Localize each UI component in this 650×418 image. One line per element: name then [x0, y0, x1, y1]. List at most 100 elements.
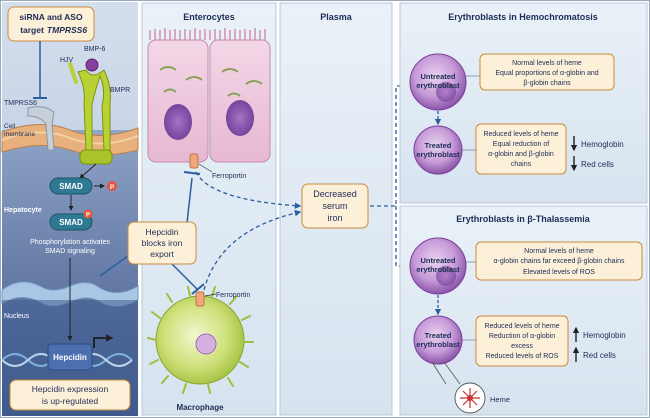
hemo-untreated-box-2: Equal proportions of α-globin and — [495, 70, 598, 77]
serum-to-thalassemia-arrow — [395, 206, 410, 270]
serum-text-1: Decreased — [313, 189, 357, 199]
heme-label: Heme — [490, 395, 510, 404]
phospho-circle-2 — [83, 209, 93, 219]
expression-text-2: is up-regulated — [42, 396, 99, 406]
thal-treated-label-1: Treated — [425, 331, 452, 340]
smad-label-1: SMAD — [59, 182, 83, 191]
hemo-outcome-redcells: Red cells — [581, 160, 614, 169]
hemo-untreated-box-1: Normal levels of heme — [512, 60, 582, 67]
enterocyte-organelles — [159, 66, 263, 97]
thal-treated-box-1: Reduced levels of heme — [484, 323, 559, 330]
hemo-treated-label-1: Treated — [425, 141, 452, 150]
hemo-treated-box-3: α-globin and β-globin — [488, 151, 554, 158]
macrophage-nucleus — [195, 333, 217, 355]
tmprss6-label: TMPRSS6 — [4, 100, 37, 107]
tmprss6-protein — [27, 106, 55, 151]
thal-treated-box-3: excess — [511, 343, 533, 350]
aso-label-line2: target — [20, 25, 44, 35]
block-bar-macrophage — [191, 283, 205, 295]
ferroportin-bottom-label: Ferroportin — [216, 292, 250, 299]
hemo-untreated-box-3: β-globin chains — [523, 80, 571, 87]
phospho-circle-1 — [107, 181, 117, 191]
thalassemia-background — [399, 205, 648, 416]
hemo-treated-label-2: erythroblast — [416, 150, 460, 159]
thal-untreated-box-2: α-globin chains far exceed β-globin chai… — [493, 258, 625, 265]
macrophage-processes — [147, 286, 254, 394]
thal-untreated-label-1: Untreated — [420, 256, 455, 265]
hemochromatosis-panel: Erythroblasts in Hemochromatosis Untreat… — [399, 2, 648, 204]
ferroportin-bottom-leader — [204, 293, 217, 297]
hemo-untreated-nucleus — [436, 82, 456, 102]
phospho-label-1: P — [110, 184, 115, 191]
hemo-treated-box-4: chains — [511, 161, 532, 168]
macrophage-label: Macrophage — [176, 403, 224, 412]
heme-zoom-line-2 — [443, 361, 461, 385]
thal-treated-box-2: Reduction of α-globin — [489, 333, 555, 340]
hemo-untreated-label-1: Untreated — [420, 72, 455, 81]
thal-treated-box-4: Reduced levels of ROS — [486, 353, 559, 360]
blocks-text-2: blocks iron — [142, 238, 183, 248]
hemo-treated-box-1: Reduced levels of heme — [483, 131, 558, 138]
aso-label-line1: siRNA and ASO — [19, 12, 83, 22]
enterocyte-iron-flow-arrow — [195, 171, 302, 209]
hepcidin-blocks-box — [127, 221, 197, 265]
bmpr-receptor — [77, 69, 111, 151]
blocks-text-1: Hepcidin — [145, 227, 178, 237]
phospho-text-2: SMAD signaling — [45, 248, 95, 255]
thal-treated-label-2: erythroblast — [416, 340, 460, 349]
block-line-macrophage — [169, 261, 199, 291]
phospho-label-2: P — [86, 213, 90, 219]
ferroportin-top-leader — [198, 163, 213, 173]
hepcidin-to-callout-line — [99, 255, 129, 277]
bmp6-ligand — [85, 58, 99, 72]
thal-treated-box — [475, 315, 569, 367]
aso-label-box — [7, 6, 95, 42]
aso-label-target: TMPRSS6 — [47, 25, 87, 35]
thal-outcome-redcells: Red cells — [583, 351, 616, 360]
thal-untreated-box-3: Elevated levels of ROS — [523, 269, 595, 276]
hemo-untreated-box — [479, 53, 615, 91]
serum-text-2: serum — [322, 201, 347, 211]
ferroportin-enterocyte — [189, 153, 199, 169]
microvilli — [149, 28, 266, 40]
heme-ring — [460, 388, 480, 408]
macrophage-iron-flow-arrow — [203, 209, 302, 291]
enterocytes-title: Enterocytes — [183, 12, 235, 22]
hemo-untreated-label-2: erythroblast — [416, 81, 460, 90]
hjv-label: HJV — [60, 57, 74, 64]
enterocyte-nucleus-1 — [164, 104, 192, 140]
ferroportin-macrophage — [195, 291, 205, 307]
membrane-highlight — [1, 131, 139, 145]
hemo-treated-box-2: Equal reduction of — [493, 141, 549, 148]
enterocyte-nucleus-2 — [226, 100, 254, 136]
thal-untreated-nucleus — [436, 266, 456, 286]
hepcidin-gene-box — [47, 343, 93, 371]
thal-outcome-hemoglobin: Hemoglobin — [583, 331, 626, 340]
expression-text-1: Hepcidin expression — [32, 384, 109, 394]
hjv-protein — [68, 62, 78, 84]
bmpr-label: BMPR — [110, 87, 130, 94]
hepatocyte-panel: siRNA and ASO target TMPRSS6 TMPRSS6 HJV… — [1, 2, 139, 416]
cell-membrane-label-2: membrane — [4, 131, 35, 138]
phospho-text-1: Phosphorylation activates — [30, 239, 110, 246]
serum-text-3: iron — [327, 213, 342, 223]
blocks-text-3: export — [150, 249, 174, 259]
enterocytes-panel: Enterocytes Ferroportin Ferroportin Macr… — [141, 2, 277, 416]
smad-protein-2 — [49, 213, 93, 231]
hemo-treated-box — [475, 123, 567, 175]
hemo-outcome-hemoglobin: Hemoglobin — [581, 140, 624, 149]
nucleus-label: Nucleus — [4, 313, 30, 320]
plasma-title: Plasma — [320, 12, 353, 22]
serum-to-hemochromatosis-arrow — [370, 82, 410, 207]
thal-untreated-label-2: erythroblast — [416, 265, 460, 274]
serum-iron-box — [301, 183, 369, 229]
transcription-arrow — [93, 334, 114, 348]
bmp6-label: BMP-6 — [84, 46, 106, 53]
hepcidin-blocks-callout: Hepcidin blocks iron export — [99, 171, 205, 295]
ferroportin-top-label: Ferroportin — [212, 173, 246, 180]
hepatocyte-label: Hepatocyte — [4, 207, 42, 214]
thal-untreated-box — [475, 241, 643, 281]
smad-protein-1 — [49, 177, 93, 195]
